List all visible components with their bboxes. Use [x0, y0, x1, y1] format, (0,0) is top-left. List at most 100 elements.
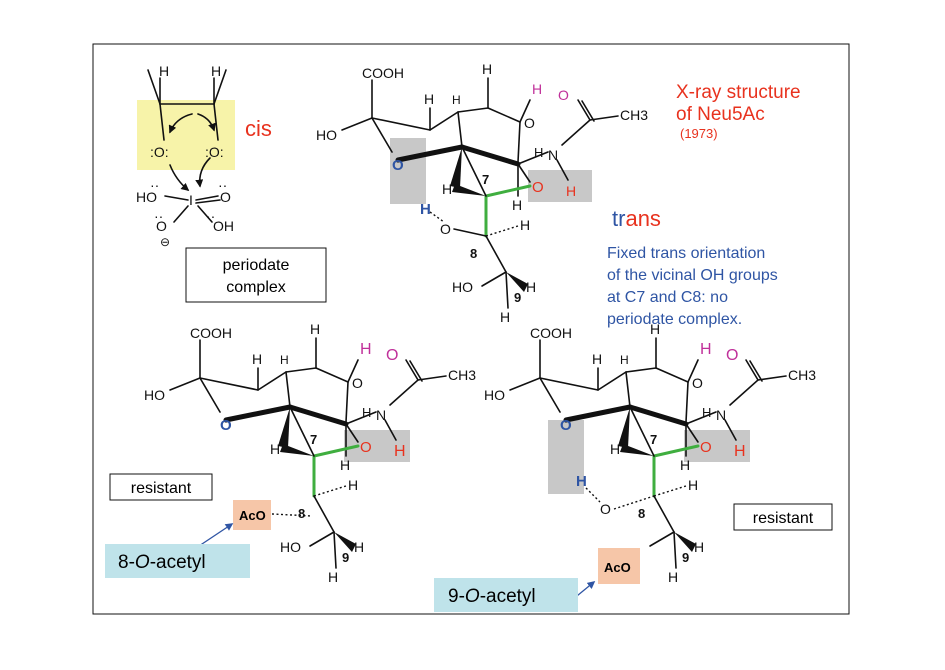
- svg-text:H: H: [566, 183, 576, 199]
- svg-text:H: H: [700, 341, 712, 358]
- svg-text:8: 8: [298, 506, 305, 521]
- svg-text:H: H: [159, 63, 169, 79]
- svg-text:COOH: COOH: [362, 65, 404, 81]
- svg-text:N: N: [376, 407, 386, 423]
- svg-text:COOH: COOH: [190, 325, 232, 341]
- periodate-o-left: :O:: [150, 144, 169, 160]
- svg-text:9: 9: [342, 550, 349, 565]
- svg-text:H: H: [688, 477, 698, 493]
- svg-text:O: O: [524, 115, 535, 131]
- svg-text:COOH: COOH: [530, 325, 572, 341]
- svg-text:HO: HO: [280, 539, 301, 555]
- acetyl-8-label-box: [105, 544, 250, 578]
- svg-text:8: 8: [470, 246, 477, 261]
- aco-9: AcO: [604, 560, 631, 575]
- xray-year: (1973): [680, 126, 718, 141]
- svg-text:7: 7: [310, 432, 317, 447]
- svg-text:H: H: [211, 63, 221, 79]
- acetyl-9-label-box: [434, 578, 578, 612]
- svg-text:H: H: [680, 457, 690, 473]
- svg-text:H: H: [442, 181, 452, 197]
- svg-text:H: H: [534, 145, 543, 160]
- svg-text:H: H: [610, 441, 620, 457]
- trans-label: trans: [612, 206, 661, 231]
- svg-text:H: H: [650, 321, 660, 337]
- svg-text:H: H: [424, 91, 434, 107]
- svg-text:HO: HO: [452, 279, 473, 295]
- svg-text:⊖: ⊖: [160, 235, 170, 249]
- ring-oxygen-highlight: [390, 138, 426, 204]
- resistant-box-9: [733, 503, 833, 531]
- neu5ac-8-o-acetyl-molecule: COOH HO H H H H O O CH3 N H O O H H 7 H …: [144, 321, 476, 585]
- svg-text:9: 9: [514, 290, 521, 305]
- ring-oxygen-highlight-9: [548, 420, 584, 494]
- svg-text:H: H: [526, 279, 536, 295]
- svg-text:O: O: [386, 347, 398, 364]
- svg-text:H: H: [270, 441, 280, 457]
- svg-text:H: H: [668, 569, 678, 585]
- svg-text:7: 7: [482, 172, 489, 187]
- svg-text:H: H: [500, 309, 510, 325]
- acetyl-8-highlight: [233, 500, 271, 530]
- svg-text:9: 9: [682, 550, 689, 565]
- svg-text:O: O: [700, 439, 712, 456]
- cis-highlight-box: [137, 100, 235, 170]
- svg-text:H: H: [420, 201, 431, 218]
- svg-text:CH3: CH3: [788, 367, 816, 383]
- svg-text:··: ··: [154, 208, 163, 224]
- iodine-atom: I: [189, 192, 193, 208]
- svg-text:H: H: [620, 353, 629, 367]
- neu5ac-xray-molecule: COOH HO H H H H O O CH3 N H O O H H 7 H …: [316, 61, 648, 325]
- svg-text:O: O: [558, 87, 569, 103]
- svg-text:H: H: [520, 217, 530, 233]
- svg-text:H: H: [394, 443, 406, 460]
- svg-text:H: H: [310, 321, 320, 337]
- svg-text:H: H: [694, 539, 704, 555]
- resistant-label-8: resistant: [131, 480, 192, 497]
- svg-text:O: O: [220, 189, 231, 205]
- svg-text:H: H: [482, 61, 492, 77]
- svg-text:H: H: [452, 93, 461, 107]
- fixed-trans-line1: Fixed trans orientation: [607, 245, 765, 262]
- svg-text:O: O: [440, 221, 451, 237]
- periodate-complex-label-line1: periodate: [223, 257, 290, 274]
- svg-text:O: O: [726, 347, 738, 364]
- svg-text:H: H: [354, 539, 364, 555]
- svg-text:H: H: [362, 405, 371, 420]
- xray-title-line1: X-ray structure: [676, 82, 801, 103]
- hydroxyl-highlight: [528, 170, 592, 202]
- svg-text:H: H: [252, 351, 262, 367]
- svg-text:H: H: [360, 341, 372, 358]
- svg-text:CH3: CH3: [448, 367, 476, 383]
- svg-text:O: O: [600, 501, 611, 517]
- periodate-complex-diagram: H H :O: :O: I HO ·· O ·· O ·· ⊖ OH ··: [136, 63, 235, 249]
- svg-text:HO: HO: [144, 387, 165, 403]
- svg-text:H: H: [512, 197, 522, 213]
- svg-text:H: H: [280, 353, 289, 367]
- svg-text:O: O: [392, 157, 404, 174]
- svg-text:H: H: [592, 351, 602, 367]
- svg-text:N: N: [716, 407, 726, 423]
- aco-8: AcO: [239, 508, 266, 523]
- svg-text:H: H: [348, 477, 358, 493]
- periodate-complex-label-line2: complex: [226, 279, 286, 296]
- svg-text:H: H: [576, 473, 587, 490]
- svg-text:HO: HO: [484, 387, 505, 403]
- periodate-complex-label-box: [185, 247, 327, 303]
- acetyl-8-label: 8-O-acetyl: [118, 552, 206, 573]
- svg-text:H: H: [734, 443, 746, 460]
- fixed-trans-line4: periodate complex.: [607, 311, 742, 328]
- svg-text:7: 7: [650, 432, 657, 447]
- svg-text:··: ··: [150, 177, 159, 193]
- xray-title-line2: of Neu5Ac: [676, 104, 765, 125]
- fixed-trans-line3: at C7 and C8: no: [607, 289, 728, 306]
- fixed-trans-line2: of the vicinal OH groups: [607, 267, 778, 284]
- outer-frame: [92, 43, 850, 615]
- svg-text:O: O: [156, 218, 167, 234]
- svg-text:O: O: [220, 417, 232, 434]
- svg-text:H: H: [328, 569, 338, 585]
- cis-label: cis: [245, 116, 272, 141]
- svg-text:··: ··: [218, 177, 227, 193]
- svg-text:O: O: [532, 179, 544, 196]
